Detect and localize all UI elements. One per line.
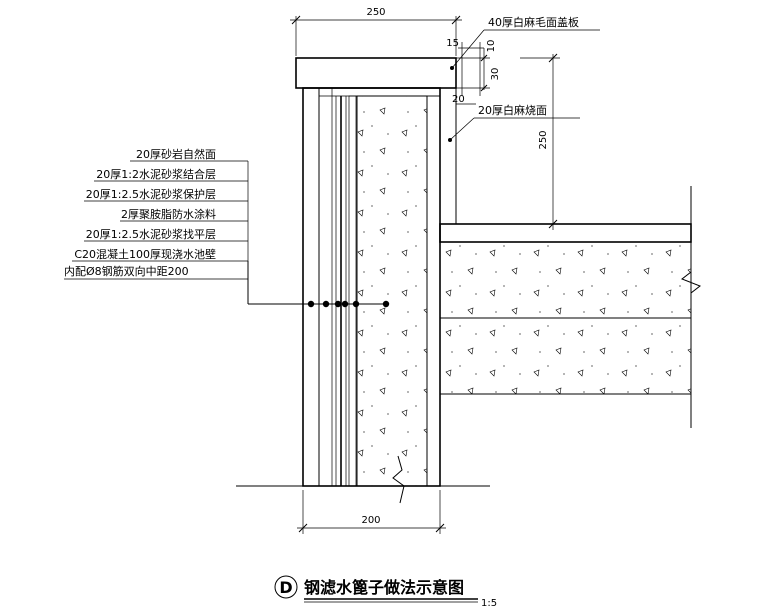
coping-callout: 40厚白麻毛面盖板	[450, 15, 600, 70]
title-name: 钢滤水篦子做法示意图	[304, 578, 464, 597]
dimension-text: 20	[452, 94, 465, 105]
floor-slab	[439, 186, 702, 428]
layer-label: 20厚1:2水泥砂浆结合层	[96, 167, 216, 181]
callout-side-face: 20厚白麻烧面	[478, 103, 547, 117]
callout-coping: 40厚白麻毛面盖板	[488, 15, 579, 29]
dimension-text: 250	[366, 7, 385, 18]
dimension-top: 250	[290, 7, 462, 56]
drawing-title: D 钢滤水篦子做法示意图 1:5	[274, 575, 497, 609]
dimension-bottom: 200	[297, 490, 446, 534]
wall-section	[302, 87, 457, 487]
dimension-text: 200	[361, 515, 380, 526]
title-tag: D	[279, 578, 292, 597]
title-scale: 1:5	[481, 598, 497, 609]
side-face-callout: 20厚白麻烧面	[448, 103, 580, 142]
layer-label: 内配Ø8钢筋双向中距200	[64, 264, 189, 278]
dimension-text: 10	[486, 40, 497, 53]
dimension-cap: 15 10 30 20	[446, 38, 501, 105]
dimension-text: 30	[490, 68, 501, 81]
dimension-text: 250	[538, 130, 549, 149]
layer-labels: 20厚砂岩自然面 20厚1:2水泥砂浆结合层 20厚1:2.5水泥砂浆保护层 2…	[64, 147, 249, 280]
dimension-text: 15	[446, 38, 459, 49]
dimension-rise: 250	[520, 53, 560, 230]
layer-label: 20厚1:2.5水泥砂浆保护层	[86, 187, 216, 201]
layer-label: 20厚1:2.5水泥砂浆找平层	[86, 227, 216, 241]
layer-label: 2厚聚胺脂防水涂料	[121, 207, 216, 221]
coping-stone	[295, 57, 457, 89]
layer-label: 20厚砂岩自然面	[136, 147, 216, 161]
layer-label: C20混凝土100厚现浇水池壁	[74, 247, 216, 261]
ground-line	[236, 455, 490, 504]
